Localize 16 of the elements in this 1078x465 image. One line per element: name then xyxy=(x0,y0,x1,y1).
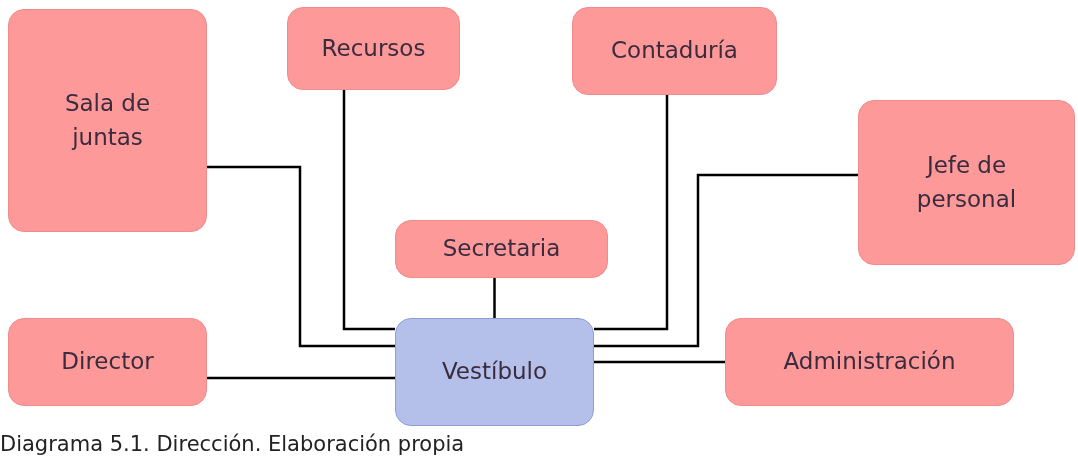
room-box: Director xyxy=(8,318,207,406)
room-box: Contaduría xyxy=(572,7,777,95)
room-box: Administración xyxy=(725,318,1014,406)
connector-line xyxy=(342,90,395,331)
figure-caption: Diagrama 5.1. Dirección. Elaboración propia xyxy=(0,432,465,456)
room-box: Secretaria xyxy=(395,220,608,278)
connector-line xyxy=(207,376,395,380)
hub-box: Vestíbulo xyxy=(395,318,594,426)
room-box: Jefe de personal xyxy=(858,100,1075,265)
connector-line xyxy=(594,360,725,364)
connector-line xyxy=(594,173,858,348)
room-box: Sala de juntas xyxy=(8,9,207,232)
room-box: Recursos xyxy=(287,7,460,90)
connector-line xyxy=(207,165,395,348)
connector-line xyxy=(493,278,496,318)
connector-line xyxy=(594,95,669,331)
